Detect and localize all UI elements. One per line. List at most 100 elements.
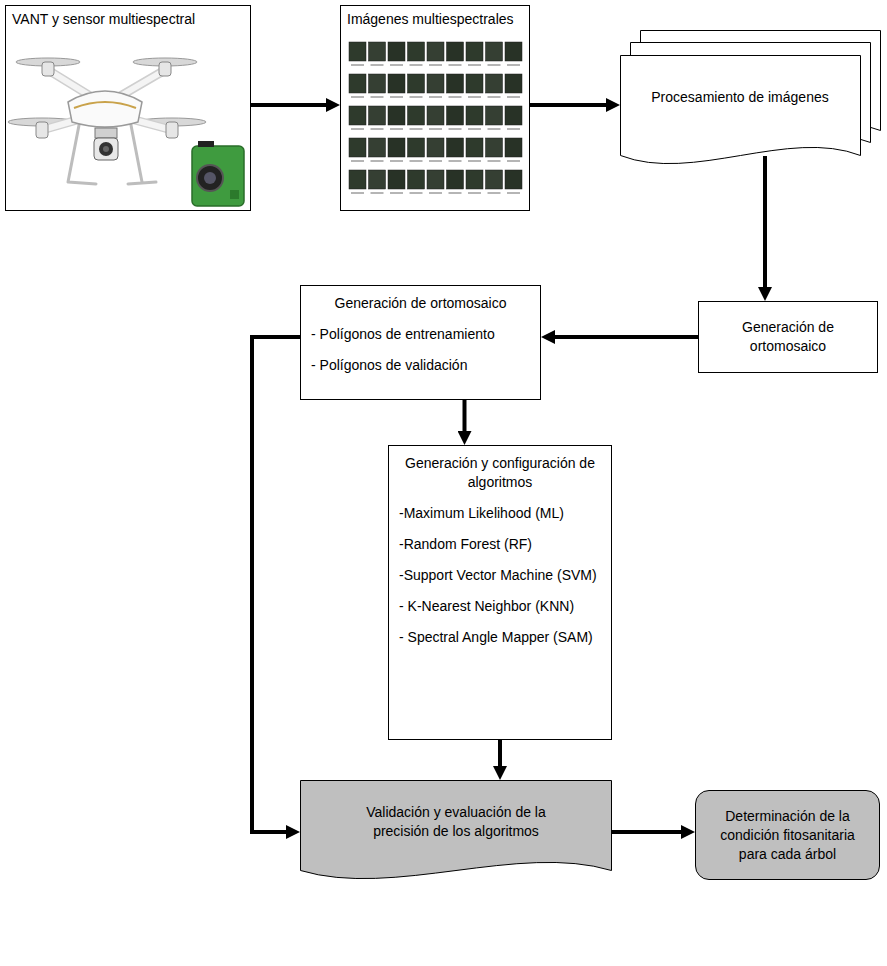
thumbnail-caption-mark — [410, 192, 423, 194]
drone-motor — [159, 62, 171, 76]
thumbnail-caption-mark — [390, 64, 403, 66]
thumbnail-caption-mark — [488, 160, 501, 162]
thumbnail — [505, 74, 522, 98]
thumbnail — [427, 170, 444, 194]
thumbnail-caption-mark — [429, 96, 442, 98]
thumbnail-image — [466, 74, 483, 93]
thumbnail-image — [388, 170, 405, 189]
thumbnail — [388, 106, 405, 130]
thumbnail — [388, 42, 405, 66]
thumbnail — [447, 42, 464, 66]
thumbnail — [505, 42, 522, 66]
thumbnail-image — [369, 138, 386, 157]
thumbnail-caption-mark — [449, 64, 462, 66]
box-label: VANT y sensor multiespectral — [12, 10, 244, 29]
box-heading: Generación de ortomosaico — [309, 294, 532, 313]
thumbnail-caption-mark — [449, 192, 462, 194]
sensor-box: VANT y sensor multiespectral — [5, 5, 251, 211]
process-box: Generación de ortomosaico — [698, 301, 878, 373]
thumbnail — [369, 42, 386, 66]
thumbnail-image — [505, 106, 522, 125]
thumbnail — [408, 106, 425, 130]
thumbnail-image — [486, 170, 503, 189]
thumbnail-image — [486, 74, 503, 93]
thumbnail — [388, 74, 405, 98]
thumbnail-caption-mark — [507, 160, 520, 162]
thumbnail — [427, 138, 444, 162]
thumbnail — [427, 74, 444, 98]
thumbnail-caption-mark — [371, 128, 384, 130]
thumbnail-image — [369, 42, 386, 61]
thumbnail-caption-mark — [390, 128, 403, 130]
thumbnail — [388, 138, 405, 162]
sensor-lens — [204, 172, 216, 184]
box-label: Procesamiento de imágenes — [651, 88, 828, 107]
list-item: -Support Vector Machine (SVM) — [397, 566, 603, 585]
thumbnail-caption-mark — [488, 128, 501, 130]
thumbnail-caption-mark — [351, 160, 364, 162]
thumbnail-image — [408, 74, 425, 93]
landing-gear — [68, 120, 156, 184]
gimbal — [95, 128, 117, 138]
thumbnail-image — [505, 170, 522, 189]
list-item: -Random Forest (RF) — [397, 535, 603, 554]
thumbnail — [369, 138, 386, 162]
thumbnail-caption-mark — [390, 96, 403, 98]
drone-arm — [42, 70, 172, 130]
thumbnail-caption-mark — [410, 128, 423, 130]
thumbnail-image — [427, 42, 444, 61]
thumbnail-caption-mark — [410, 64, 423, 66]
box-label: Determinación de la condición fitosanita… — [708, 807, 867, 864]
thumbnail-caption-mark — [351, 64, 364, 66]
thumbnail-image — [369, 170, 386, 189]
thumbnail — [466, 74, 483, 98]
thumbnail — [408, 42, 425, 66]
document-page — [621, 56, 861, 164]
thumbnail-image — [408, 170, 425, 189]
thumbnail-image — [505, 74, 522, 93]
list-item: - Polígonos de entrenamiento — [309, 325, 532, 344]
drone-arm — [42, 70, 172, 130]
thumbnail-caption-mark — [488, 64, 501, 66]
thumbnail-image — [466, 42, 483, 61]
thumbnail-image — [427, 170, 444, 189]
thumbnail-caption-mark — [507, 96, 520, 98]
thumbnail-caption-mark — [507, 192, 520, 194]
thumbnail — [486, 138, 503, 162]
thumbnail-caption-mark — [410, 160, 423, 162]
thumbnail-image — [408, 106, 425, 125]
thumbnail-image — [447, 74, 464, 93]
thumbnail-caption-mark — [390, 160, 403, 162]
multispectral-sensor — [192, 141, 244, 206]
thumbnail — [466, 138, 483, 162]
thumbnail — [466, 170, 483, 194]
thumbnail-caption-mark — [371, 96, 384, 98]
thumbnail-image — [349, 106, 366, 125]
sensor-lens — [197, 165, 223, 191]
thumbnail-caption-mark — [351, 192, 364, 194]
flow-arrow — [463, 400, 467, 433]
thumbnail-image — [388, 106, 405, 125]
box-label: Generación de ortomosaico — [713, 318, 863, 356]
gimbal-camera — [94, 138, 118, 160]
thumbnail-image — [466, 170, 483, 189]
thumbnail-caption-mark — [449, 160, 462, 162]
thumbnail-caption-mark — [468, 160, 481, 162]
thumbnail-image — [427, 138, 444, 157]
thumbnail — [447, 106, 464, 130]
thumbnail — [388, 170, 405, 194]
thumbnail — [447, 138, 464, 162]
flow-arrow — [612, 830, 683, 834]
thumbnail-caption-mark — [429, 160, 442, 162]
thumbnail-caption-mark — [468, 64, 481, 66]
thumbnail — [349, 138, 366, 162]
thumbnail-image — [447, 138, 464, 157]
drone-motor — [42, 62, 54, 76]
thumbnail — [427, 42, 444, 66]
thumbnail — [427, 106, 444, 130]
box-label: Imágenes multiespectrales — [347, 10, 523, 29]
thumbnail — [447, 74, 464, 98]
thumbnail — [369, 170, 386, 194]
thumbnail-image — [388, 138, 405, 157]
thumbnail-image — [408, 42, 425, 61]
